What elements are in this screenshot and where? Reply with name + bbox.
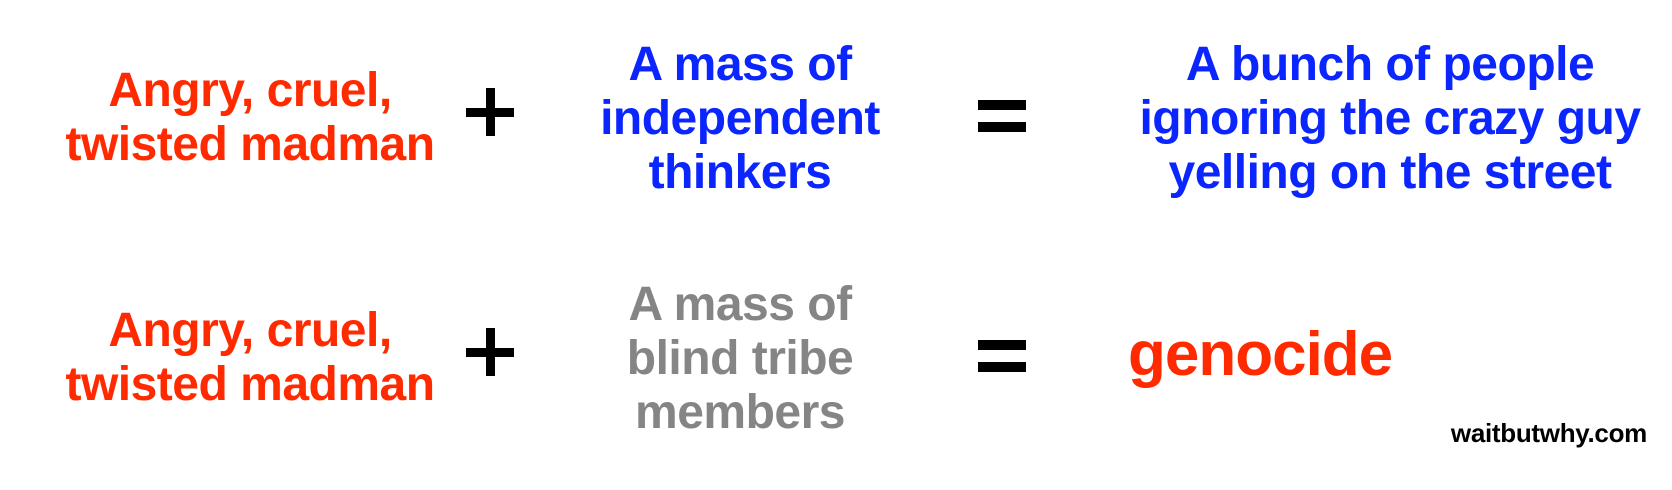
ignoring-result: A bunch of people ignoring the crazy guy… (1139, 38, 1641, 199)
equals-icon (978, 340, 1026, 372)
site-watermark: waitbutwhy.com (1450, 418, 1647, 448)
madman-term: Angry, cruel, twisted madman (65, 64, 435, 171)
plus-icon (466, 328, 514, 376)
madman-term: Angry, cruel, twisted madman (65, 304, 435, 411)
independent-thinkers-term: A mass of independent thinkers (600, 38, 880, 199)
plus-icon (466, 88, 514, 136)
equals-icon (978, 100, 1026, 132)
blind-tribe-term: A mass of blind tribe members (626, 278, 854, 439)
genocide-result: genocide (1128, 320, 1393, 389)
